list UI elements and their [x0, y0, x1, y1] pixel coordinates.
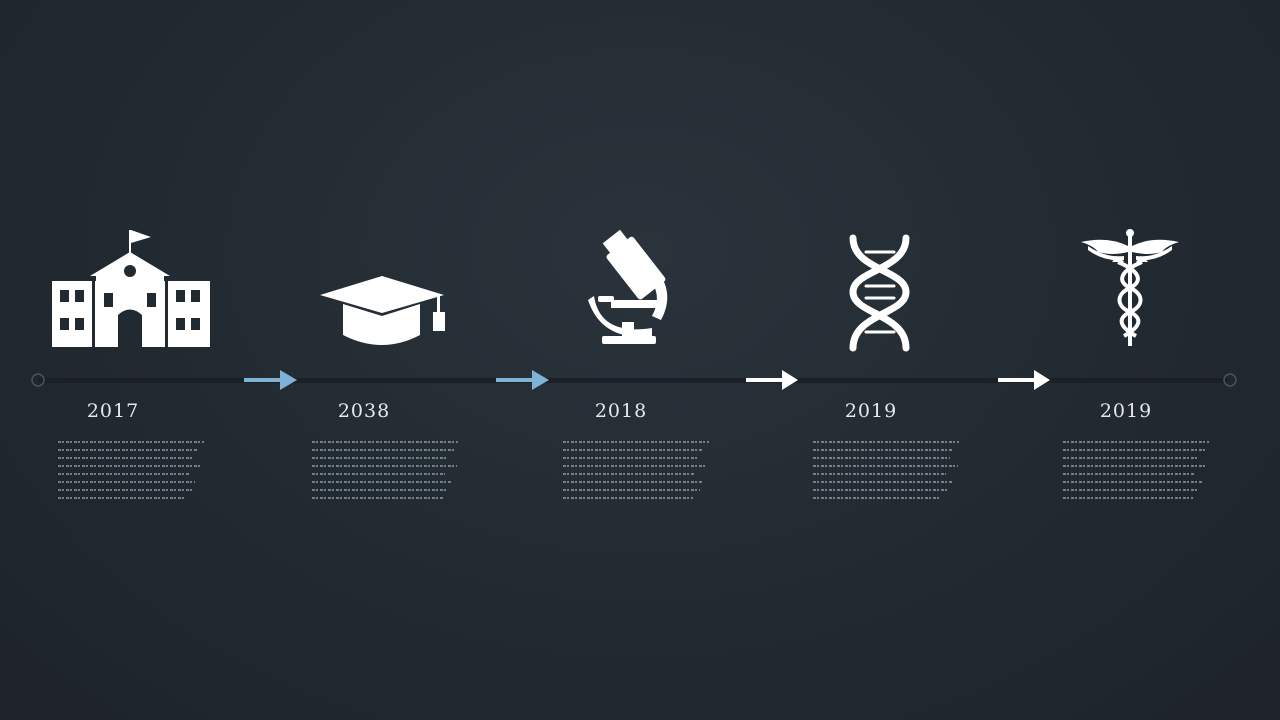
milestone-description-1: [58, 441, 204, 507]
connector-4: [998, 370, 1050, 390]
milestone-year-4: 2019: [844, 400, 898, 422]
milestone-description-4: [813, 441, 959, 507]
arrow-right-icon: [496, 370, 549, 390]
milestone-year-1: 2017: [86, 400, 140, 422]
graduation-cap-icon: [320, 276, 445, 345]
arrow-right-icon: [244, 370, 297, 390]
milestone-description-5: [1063, 441, 1209, 507]
connector-1: [244, 370, 297, 390]
milestone-description-2: [312, 441, 458, 507]
arrow-right-icon: [746, 370, 798, 390]
timeline-track: [38, 378, 1228, 383]
school-building-icon: [52, 230, 210, 347]
microscope-icon: [588, 229, 668, 344]
milestone-description-3: [563, 441, 709, 507]
milestone-year-3: 2018: [594, 400, 648, 422]
arrow-right-icon: [998, 370, 1050, 390]
caduceus-icon: [1081, 229, 1179, 346]
timeline-start-dot: [31, 373, 45, 387]
connector-2: [496, 370, 549, 390]
timeline-end-dot: [1223, 373, 1237, 387]
milestone-year-5: 2019: [1099, 400, 1153, 422]
dna-helix-icon: [849, 234, 910, 352]
milestone-year-2: 2038: [337, 400, 391, 422]
connector-3: [746, 370, 798, 390]
